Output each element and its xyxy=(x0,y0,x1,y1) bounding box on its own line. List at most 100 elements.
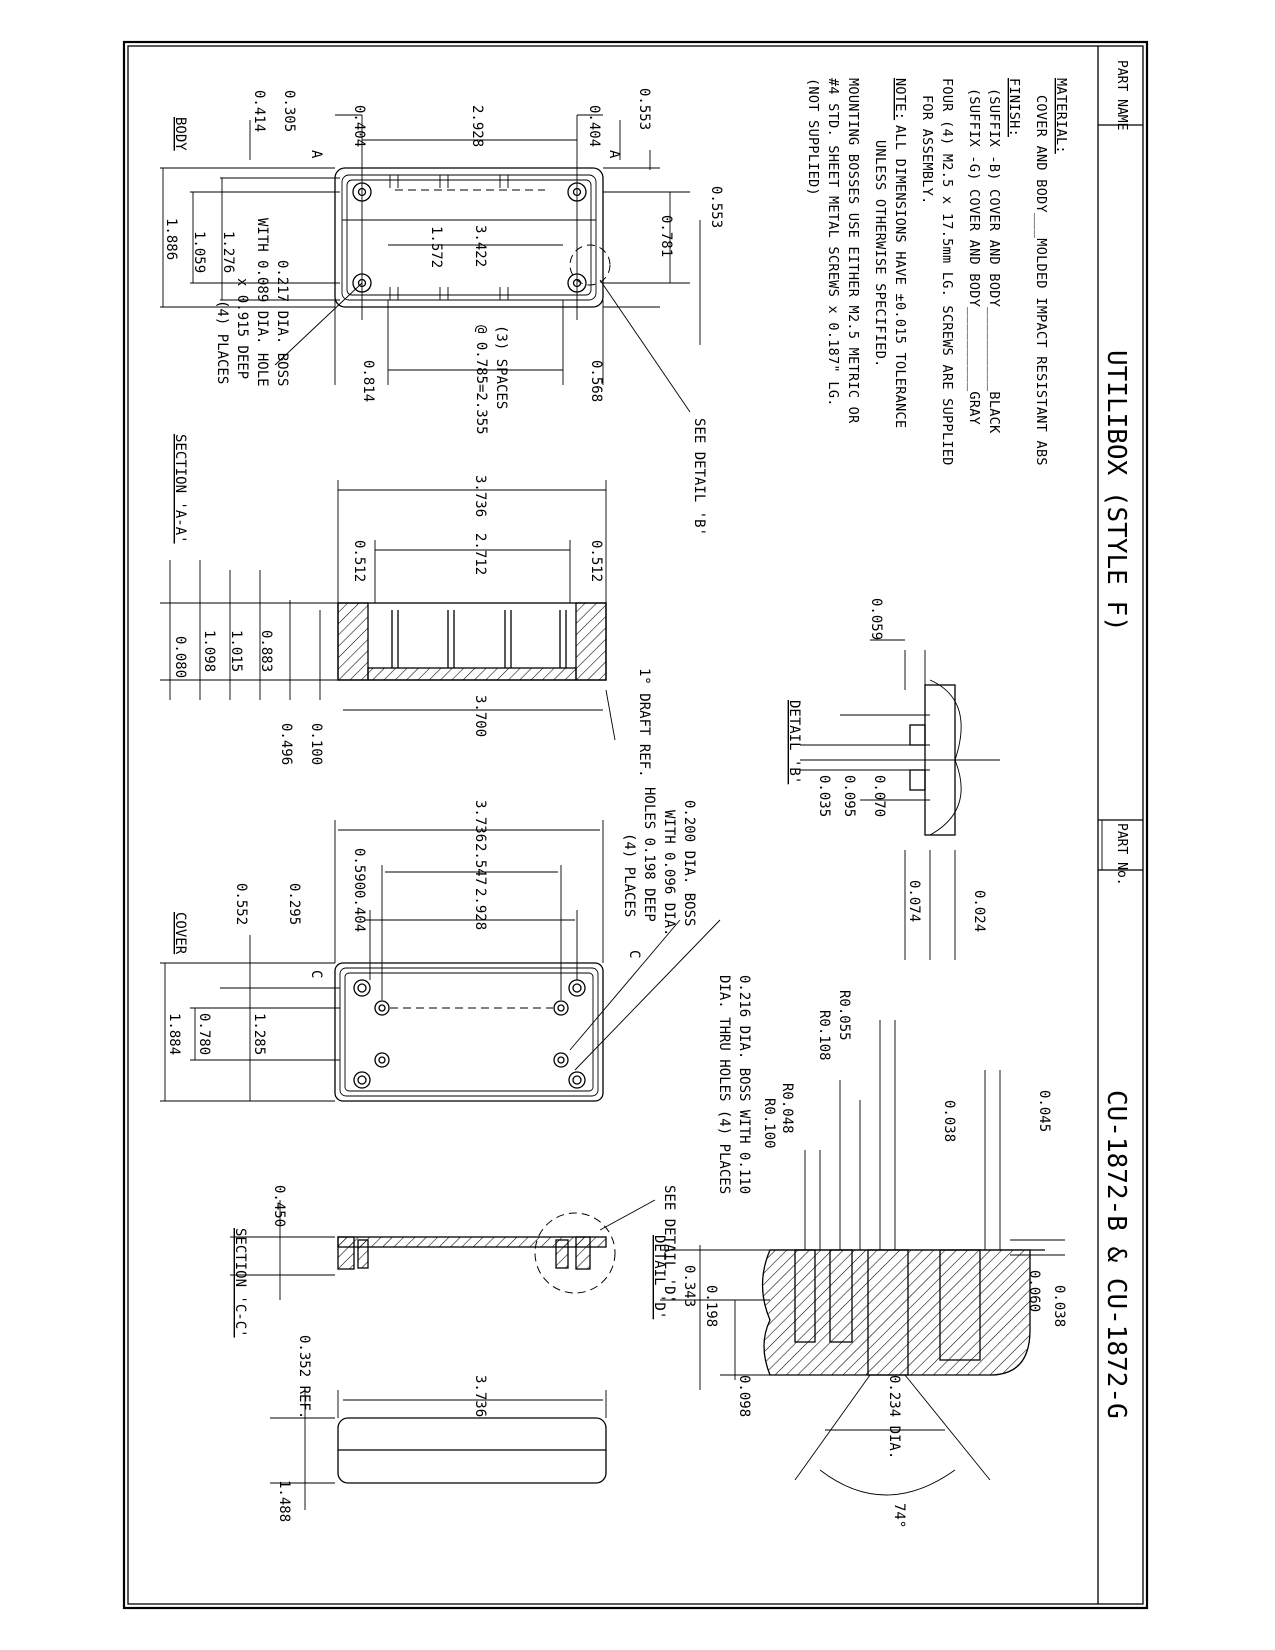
cover-thru-line-1: 0.216 DIA. BOSS WITH 0.110 xyxy=(736,975,752,1194)
body-dim-3422: 3.422 xyxy=(472,225,488,267)
section-cc-label: SECTION 'C-C' xyxy=(232,1228,248,1338)
mount-line-1: MOUNTING BOSSES USE EITHER M2.5 METRIC O… xyxy=(845,78,861,424)
detail-d-0098: 0.098 xyxy=(736,1375,752,1417)
cc-dim-0352: 0.352 REF. xyxy=(296,1335,312,1419)
body-boss-line-1: 0.217 DIA. BOSS xyxy=(274,260,290,386)
see-detail-b-label: SEE DETAIL 'B' xyxy=(691,418,707,536)
detail-d-0038-top: 0.038 xyxy=(941,1100,957,1142)
detail-d-view: R0.055 R0.108 R0.048 R0.100 0.045 0.038 … xyxy=(651,990,1067,1528)
aa-dim-3700: 3.700 xyxy=(472,695,488,737)
body-dim-0414: 0.414 xyxy=(251,90,267,132)
see-detail-d-label: SEE DETAIL 'D' xyxy=(661,1185,677,1303)
cover-view: 3.736 2.547 2.928 0.590 0.404 0.295 0.55… xyxy=(160,787,752,1194)
body-dim-0814: 0.814 xyxy=(360,360,376,402)
cc-dim-3736: 3.736 xyxy=(472,1375,488,1417)
detail-d-0045: 0.045 xyxy=(1036,1090,1052,1132)
aa-dim-0512-left: 0.512 xyxy=(351,540,367,582)
note-line-1: ALL DIMENSIONS HAVE ±0.015 TOLERANCE xyxy=(892,125,908,428)
drawing-frame xyxy=(122,40,1149,1610)
detail-b-dim-0095: 0.095 xyxy=(841,775,857,817)
body-dim-0568: 0.568 xyxy=(588,360,604,402)
aa-dim-2712: 2.712 xyxy=(472,533,488,575)
cover-marker-c-left: C xyxy=(308,970,324,978)
cover-dim-0295: 0.295 xyxy=(286,883,302,925)
section-aa-label: SECTION 'A-A' xyxy=(172,434,188,544)
finish-g: (SUFFIX -G) COVER AND BODY__________GRAY xyxy=(966,88,982,425)
body-view-label: BODY xyxy=(172,117,188,151)
body-boss-line-2: WITH 0.089 DIA. HOLE xyxy=(254,218,270,387)
general-notes: MATERIAL: COVER AND BODY___MOLDED IMPACT… xyxy=(805,78,1069,466)
body-spaces-line-1: (3) SPACES xyxy=(493,325,509,409)
cover-dim-1285: 1.285 xyxy=(251,1013,267,1055)
aa-draft: 1° DRAFT REF. xyxy=(636,668,652,778)
aa-dim-0059: 0.059 xyxy=(868,598,884,640)
body-dim-0553-mid: 0.553 xyxy=(708,186,724,228)
body-marker-a-right: A xyxy=(606,150,622,159)
note-line-2: UNLESS OTHERWISE SPECIFIED. xyxy=(872,140,888,368)
cover-dim-0590: 0.590 xyxy=(351,848,367,890)
detail-b-dim-0024: 0.024 xyxy=(971,890,987,932)
detail-d-r0108: R0.108 xyxy=(816,1010,832,1061)
detail-d-0198: 0.198 xyxy=(703,1285,719,1327)
body-dim-1572: 1.572 xyxy=(428,226,444,268)
detail-d-r0055: R0.055 xyxy=(836,990,852,1041)
screws-line-1: FOUR (4) M2.5 x 17.5mm LG. SCREWS ARE SU… xyxy=(939,78,955,466)
cover-thru-line-2: DIA. THRU HOLES (4) PLACES xyxy=(716,975,732,1194)
body-dim-0404-right: 0.404 xyxy=(586,105,602,147)
part-no-label: PART No. xyxy=(1114,823,1129,886)
cover-view-label: COVER xyxy=(172,912,188,955)
screws-line-2: FOR ASSEMBLY. xyxy=(919,95,935,205)
body-dim-0305: 0.305 xyxy=(281,90,297,132)
finish-label: FINISH: xyxy=(1006,78,1022,137)
detail-d-r0048: R0.048 xyxy=(779,1083,795,1134)
cover-boss-line-4: (4) PLACES xyxy=(621,833,637,917)
detail-b-dim-0074: 0.074 xyxy=(906,880,922,922)
detail-d-r0100: R0.100 xyxy=(761,1098,777,1149)
aa-dim-0496: 0.496 xyxy=(278,723,294,765)
note-label: NOTE: xyxy=(892,78,908,120)
cover-dim-1884: 1.884 xyxy=(166,1013,182,1055)
body-view: 0.553 0.404 2.928 0.404 0.305 0.414 0.55… xyxy=(160,88,724,536)
cc-dim-0450: 0.450 xyxy=(271,1185,287,1227)
finish-b: (SUFFIX -B) COVER AND BODY__________BLAC… xyxy=(986,88,1002,434)
section-aa-view: 3.736 0.512 2.712 0.512 3.700 0.059 0.88… xyxy=(160,434,905,778)
cover-dim-0404: 0.404 xyxy=(351,890,367,932)
detail-b-view: 0.070 0.095 0.035 0.024 0.074 DETAIL 'B' xyxy=(786,650,1000,960)
body-dim-1276: 1.276 xyxy=(220,231,236,273)
title-block: PART NAME UTILIBOX (STYLE F) PART No. CU… xyxy=(1101,60,1131,1419)
cover-dim-2547: 2.547 xyxy=(472,843,488,885)
detail-d-0234: 0.234 DIA. xyxy=(886,1375,902,1459)
body-boss-line-3: x 0.915 DEEP xyxy=(234,278,250,379)
detail-b-label: DETAIL 'B' xyxy=(786,700,802,784)
body-boss-line-4: (4) PLACES xyxy=(214,300,230,384)
cover-dim-3736: 3.736 xyxy=(472,800,488,842)
detail-d-label: DETAIL 'D' xyxy=(651,1235,667,1319)
part-no: CU-1872-B & CU-1872-G xyxy=(1101,1090,1131,1419)
body-dim-0553-top: 0.553 xyxy=(636,88,652,130)
material-label: MATERIAL: xyxy=(1053,78,1069,154)
aa-dim-0100: 0.100 xyxy=(308,723,324,765)
material-text: COVER AND BODY___MOLDED IMPACT RESISTANT… xyxy=(1033,95,1049,466)
aa-dim-1015: 1.015 xyxy=(228,630,244,672)
detail-d-0038-right: 0.038 xyxy=(1051,1285,1067,1327)
aa-dim-0080: 0.080 xyxy=(172,636,188,678)
part-name-label: PART NAME xyxy=(1114,60,1129,130)
detail-b-dim-0035: 0.035 xyxy=(816,775,832,817)
body-dim-0781: 0.781 xyxy=(658,215,674,257)
aa-dim-0512-right: 0.512 xyxy=(588,540,604,582)
part-name: UTILIBOX (STYLE F) xyxy=(1101,350,1131,632)
mount-line-3: (NOT SUPPLIED) xyxy=(805,78,821,196)
cover-boss-line-1: 0.200 DIA. BOSS xyxy=(681,800,697,926)
aa-dim-0883: 0.883 xyxy=(258,630,274,672)
detail-b-dim-0070: 0.070 xyxy=(871,775,887,817)
cover-boss-line-3: HOLES 0.198 DEEP xyxy=(641,787,657,922)
body-dim-1059: 1.059 xyxy=(191,231,207,273)
cover-dim-0780: 0.780 xyxy=(196,1013,212,1055)
cover-dim-2928: 2.928 xyxy=(472,888,488,930)
section-cc-view: 0.450 0.352 REF. 3.736 1.488 SECTION 'C-… xyxy=(230,1185,677,1522)
cover-boss-line-2: WITH 0.096 DIA. xyxy=(661,810,677,936)
body-spaces-line-2: @ 0.785=2.355 xyxy=(473,325,489,435)
body-dim-0404-left: 0.404 xyxy=(351,105,367,147)
body-marker-a-left: A xyxy=(308,150,324,159)
